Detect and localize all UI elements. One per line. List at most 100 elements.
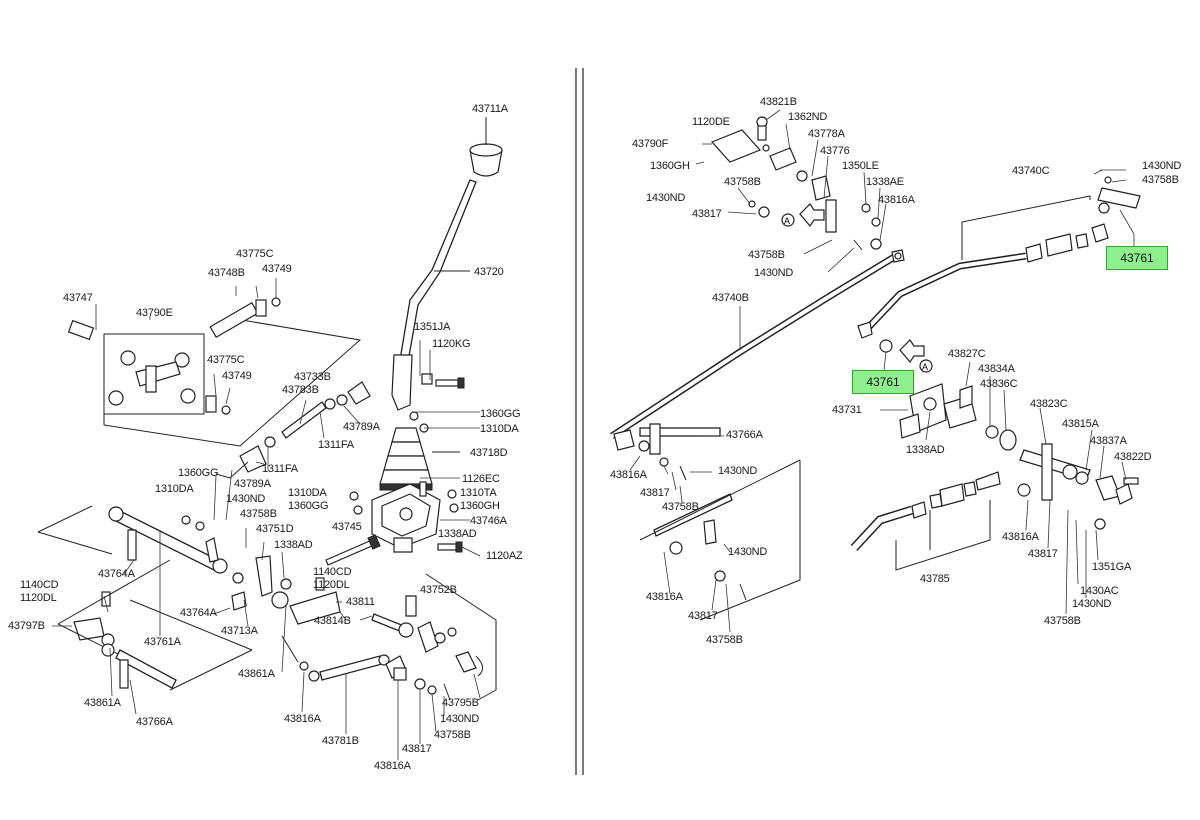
part-label: 1310DA bbox=[288, 487, 327, 499]
part-label: 1430AC bbox=[1080, 585, 1119, 597]
svg-text:A: A bbox=[784, 216, 790, 226]
rubber-boot bbox=[379, 427, 433, 491]
part-label: 1430ND bbox=[1072, 598, 1112, 610]
center-linkage bbox=[215, 436, 276, 479]
main-shaft-43764a bbox=[37, 505, 244, 584]
linkage-43781b bbox=[281, 635, 407, 682]
part-label: 43776 bbox=[820, 145, 850, 157]
part-label: 1311FA bbox=[318, 439, 354, 451]
part-label: 43822D bbox=[1114, 451, 1152, 463]
part-label: 43817 bbox=[692, 208, 722, 220]
part-label: 43816A bbox=[610, 469, 647, 481]
part-label: 43861A bbox=[238, 668, 275, 680]
part-label: 1126EC bbox=[462, 473, 500, 485]
part-label: 43748B bbox=[208, 267, 245, 279]
part-label: 43761A bbox=[144, 636, 181, 648]
part-label: 43766A bbox=[726, 429, 763, 441]
part-label: 1310DA bbox=[480, 423, 519, 435]
part-label: 43764A bbox=[98, 568, 135, 580]
part-label: 43718D bbox=[470, 447, 508, 459]
part-label: 43781B bbox=[322, 735, 359, 747]
part-label: 43783B bbox=[282, 384, 319, 396]
part-label: 43746A bbox=[470, 515, 507, 527]
linkage-43752b bbox=[371, 573, 497, 701]
part-label: 43733B bbox=[294, 371, 331, 383]
linkage-lower-right bbox=[639, 459, 801, 621]
part-label: 43758B bbox=[434, 729, 471, 741]
rod-43733b bbox=[281, 381, 371, 439]
part-label: 43816A bbox=[1002, 531, 1039, 543]
shift-knob bbox=[469, 143, 503, 177]
part-label: 43749 bbox=[222, 370, 252, 382]
part-label: 43764A bbox=[180, 607, 217, 619]
rod-43766a-left bbox=[101, 599, 253, 691]
part-label: 1311FA bbox=[262, 463, 298, 475]
part-label: 43775C bbox=[236, 248, 274, 260]
part-label: 43749 bbox=[262, 263, 292, 275]
bolts-right-of-housing bbox=[349, 373, 465, 553]
leader-lines-left bbox=[412, 340, 481, 557]
part-label: 43758B bbox=[662, 501, 699, 513]
shaft-43823c bbox=[1019, 443, 1139, 530]
part-label: 43823C bbox=[1030, 398, 1068, 410]
part-label: 1310DA bbox=[155, 483, 194, 495]
part-label: 1351GA bbox=[1092, 561, 1132, 573]
part-label: 43861A bbox=[84, 697, 121, 709]
part-label: 43821B bbox=[760, 96, 797, 108]
rod-43766a-right bbox=[613, 423, 721, 481]
part-label: 43778A bbox=[808, 128, 845, 140]
part-label: 1120AZ bbox=[486, 550, 523, 562]
shift-lever bbox=[391, 179, 477, 411]
part-label: 1360GG bbox=[288, 500, 329, 512]
part-label: 1120DL bbox=[313, 579, 350, 591]
part-label: 43766A bbox=[136, 716, 173, 728]
part-label: 43758B bbox=[748, 249, 785, 261]
part-label: 43720 bbox=[474, 266, 504, 278]
long-bolt bbox=[325, 534, 381, 566]
part-label: 1310TA bbox=[460, 487, 497, 499]
pins-lower bbox=[393, 667, 451, 701]
bracket-43797b bbox=[57, 559, 171, 681]
highlighted-part-label[interactable]: 43761 bbox=[852, 370, 914, 394]
leader-lines-right bbox=[629, 109, 1135, 633]
part-label: 43785 bbox=[920, 573, 950, 585]
part-label: 1140CD bbox=[20, 579, 59, 591]
part-label: 43817 bbox=[1028, 548, 1058, 560]
part-label: 1360GG bbox=[178, 467, 219, 479]
part-label: 1430ND bbox=[440, 713, 480, 725]
part-label: 1338AD bbox=[906, 444, 945, 456]
arrow-a-top: A bbox=[781, 203, 825, 228]
part-label: 43816A bbox=[284, 713, 321, 725]
svg-text:A: A bbox=[922, 362, 928, 372]
part-label: 43745 bbox=[332, 521, 362, 533]
part-label: 43789A bbox=[234, 478, 271, 490]
cable-43740c bbox=[857, 169, 1141, 339]
part-label: 1430ND bbox=[1142, 160, 1182, 172]
part-label: 43751D bbox=[256, 523, 294, 535]
part-label: 1360GH bbox=[650, 160, 690, 172]
part-label: 1430ND bbox=[646, 192, 686, 204]
part-label: 43758B bbox=[706, 634, 743, 646]
part-label: 43789A bbox=[343, 421, 380, 433]
part-label: 43711A bbox=[472, 103, 508, 115]
part-label: 43752B bbox=[420, 584, 457, 596]
part-label: 1430ND bbox=[226, 493, 266, 505]
part-label: 43816A bbox=[374, 760, 411, 772]
part-label: 43775C bbox=[207, 354, 245, 366]
part-label: 1120DE bbox=[692, 116, 730, 128]
highlighted-part-label[interactable]: 43761 bbox=[1106, 246, 1168, 270]
part-label: 43740B bbox=[712, 292, 749, 304]
part-label: 43713A bbox=[221, 625, 258, 637]
part-label: 43816A bbox=[646, 591, 683, 603]
leader-lines-left-2 bbox=[52, 278, 481, 760]
shifter-housing bbox=[371, 483, 441, 553]
arrow-a-mid: A bbox=[899, 339, 933, 373]
part-label: 1351JA bbox=[414, 321, 451, 333]
part-label: 1430ND bbox=[718, 465, 758, 477]
part-label: 43740C bbox=[1012, 165, 1050, 177]
part-label: 43817 bbox=[688, 610, 718, 622]
part-label: 43758B bbox=[240, 508, 277, 520]
part-label: 43815A bbox=[1062, 418, 1099, 430]
